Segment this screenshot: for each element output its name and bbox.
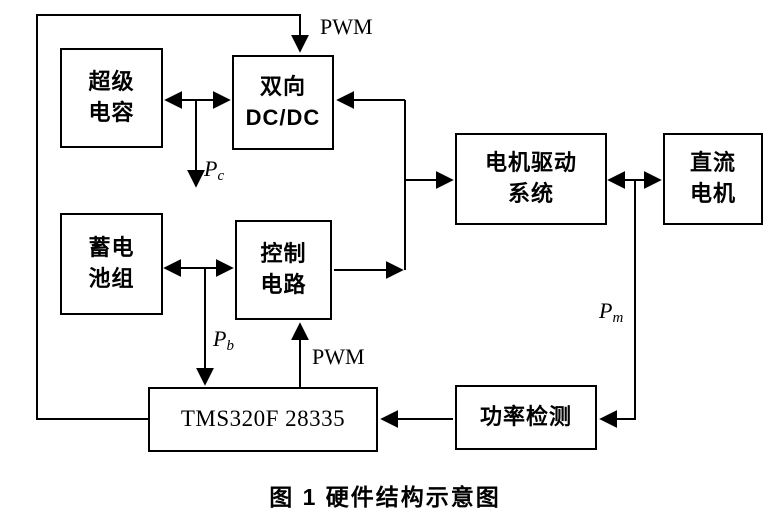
block-motor-drive-system: 电机驱动 系统 [455, 133, 607, 225]
block-dc-motor-label: 直流 电机 [689, 150, 736, 206]
label-pwm-bottom: PWM [312, 344, 365, 369]
label-pc: Pc [204, 156, 225, 184]
block-power-detection-label: 功率检测 [479, 404, 572, 430]
label-pm: Pm [599, 298, 624, 326]
block-dsp-tms320f28335: TMS320F 28335 [148, 387, 378, 452]
label-pb: Pb [213, 326, 234, 354]
block-bidirectional-dcdc-label: 双向 DC/DC [245, 73, 321, 130]
block-control-circuit-label: 控制 电路 [260, 241, 307, 297]
block-battery-pack-label: 蓄电 池组 [88, 235, 135, 291]
block-control-circuit: 控制 电路 [235, 220, 332, 320]
wire-dsp-pwm-to-dcdc [36, 14, 309, 420]
figure-caption: 图 1 硬件结构示意图 [269, 484, 501, 510]
wire-pm-to-power-detect [599, 180, 636, 428]
block-motor-drive-system-label: 电机驱动 系统 [484, 150, 577, 206]
block-bidirectional-dcdc: 双向 DC/DC [232, 55, 334, 150]
label-pwm-top: PWM [320, 14, 373, 39]
block-supercapacitor: 超级 电容 [60, 48, 163, 148]
block-supercapacitor-label: 超级 电容 [88, 69, 135, 125]
block-dc-motor: 直流 电机 [663, 133, 763, 225]
block-dsp-label: TMS320F 28335 [180, 406, 346, 432]
block-power-detection: 功率检测 [455, 385, 597, 450]
block-battery-pack: 蓄电 池组 [60, 213, 163, 315]
